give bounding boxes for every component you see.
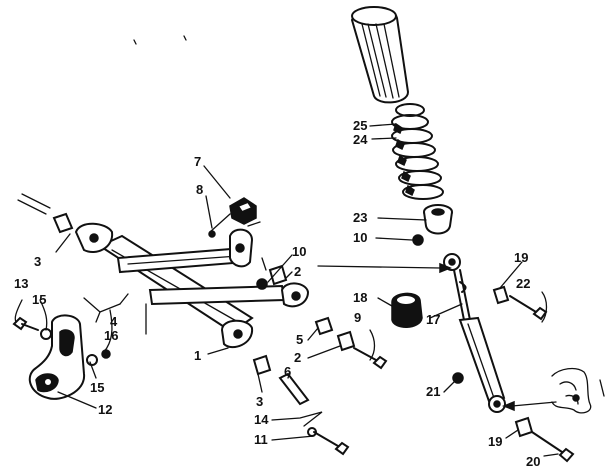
callout-20: 20: [526, 454, 540, 469]
shock-absorber-body: [443, 253, 506, 413]
callout-labels: 7 8 10 2 25 24 23 10 18 17 19 22 21 19 2…: [14, 118, 540, 469]
washer-15-lower: [86, 354, 98, 366]
callout-10-right: 10: [353, 230, 367, 245]
callout-24: 24: [353, 132, 368, 147]
cross-arm-assembly: [116, 228, 310, 308]
callout-19-upper: 19: [514, 250, 528, 265]
callout-2-lower: 2: [294, 350, 301, 365]
nut-16: [101, 349, 111, 359]
callout-25: 25: [353, 118, 367, 133]
spring-seat: [423, 204, 453, 235]
clamp-block: [229, 197, 257, 225]
callout-23: 23: [353, 210, 367, 225]
bolt-14: [12, 316, 39, 331]
bolt-22: [509, 295, 548, 321]
mounting-bracket: [551, 367, 605, 414]
callout-5: 5: [296, 332, 303, 347]
arrow-to-lower-mount: [501, 400, 557, 412]
leader-lines: [14, 35, 559, 457]
bushing-3-upper: [52, 212, 74, 234]
spacer-2-upper: [268, 264, 288, 286]
callout-3-lower: 3: [256, 394, 263, 409]
bushing-5: [314, 316, 334, 336]
callout-11: 11: [254, 432, 268, 447]
callout-22: 22: [516, 276, 530, 291]
callout-19-lower: 19: [488, 434, 502, 449]
screw-8: [208, 213, 231, 238]
spacer-19-upper: [492, 285, 510, 305]
callout-2-upper: 2: [294, 264, 301, 279]
callout-14: 13: [14, 276, 28, 291]
callout-18: 18: [353, 290, 367, 305]
nut-10-lower: [256, 278, 268, 290]
callout-7: 7: [194, 154, 201, 169]
callout-4: 4: [110, 314, 118, 329]
callout-10-left: 10: [292, 244, 306, 259]
suspension-arm-13: [28, 314, 86, 400]
callout-9: 9: [354, 310, 361, 325]
callout-17: 17: [426, 312, 440, 327]
callout-6: 6: [284, 364, 291, 379]
bolt-9: [353, 347, 388, 370]
arrow-to-upper-mount: [317, 262, 453, 274]
rubber-bumper: [391, 292, 423, 328]
callout-16: 16: [104, 328, 118, 343]
callout-13: 12: [98, 402, 112, 417]
coil-spring: [391, 103, 444, 200]
bolt-20: [531, 431, 575, 463]
callout-1: 1: [194, 348, 201, 363]
shock-reservoir-cylinder: [350, 6, 410, 104]
spacer-19-lower: [514, 416, 534, 438]
callout-12: 14: [254, 412, 269, 427]
pin-6: [278, 372, 310, 406]
nut-10-upper: [412, 234, 424, 246]
bushing-3-lower: [252, 354, 272, 376]
callout-3-upper: 3: [34, 254, 41, 269]
bolt-11: [313, 431, 350, 456]
callout-15-lower: 15: [90, 380, 104, 395]
callout-21: 21: [426, 384, 440, 399]
spacer-2-lower: [336, 330, 356, 352]
callout-8: 8: [196, 182, 203, 197]
callout-15-upper: 15: [32, 292, 46, 307]
